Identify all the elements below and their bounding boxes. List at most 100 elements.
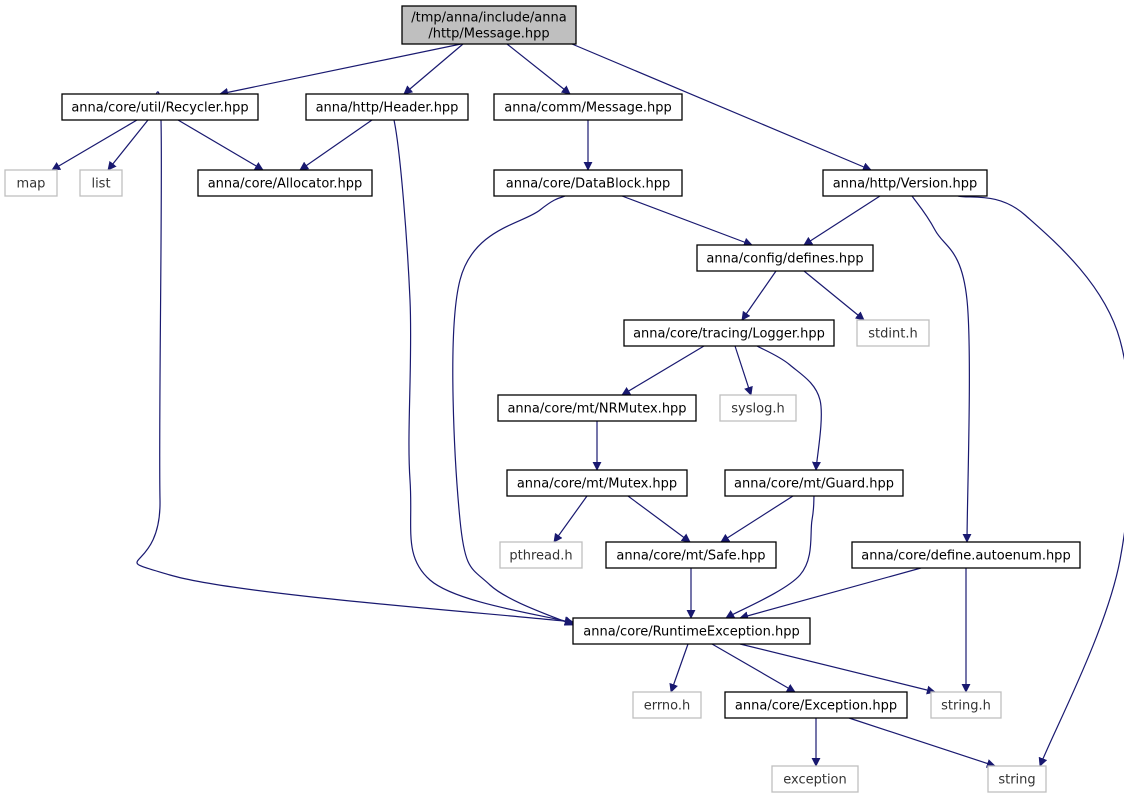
edge-defines-to-logger	[741, 270, 777, 321]
node-label: anna/config/defines.hpp	[706, 252, 863, 267]
node-label: map	[17, 177, 46, 192]
node-recycler[interactable]: anna/core/util/Recycler.hpp	[61, 93, 259, 121]
node-label: anna/core/RuntimeException.hpp	[583, 625, 799, 640]
edge-http_header-to-allocator	[299, 119, 373, 171]
node-http-header[interactable]: anna/http/Header.hpp	[305, 93, 469, 121]
node-mutex[interactable]: anna/core/mt/Mutex.hpp	[506, 469, 688, 497]
node-string-h: string.h	[930, 691, 1002, 719]
node-label: syslog.h	[731, 402, 784, 417]
node-exception-hpp[interactable]: anna/core/Exception.hpp	[724, 691, 908, 719]
node-label: anna/core/mt/NRMutex.hpp	[507, 402, 686, 417]
node-box	[493, 93, 683, 121]
edge-recycler-to-allocator	[177, 119, 264, 171]
node-label: string	[998, 773, 1035, 788]
node-box	[605, 541, 777, 569]
node-label: stdint.h	[868, 327, 917, 342]
node-logger[interactable]: anna/core/tracing/Logger.hpp	[623, 319, 835, 347]
node-stdint: stdint.h	[856, 319, 930, 347]
node-box	[930, 691, 1002, 719]
edge-guard-to-safe	[720, 495, 794, 543]
node-safe[interactable]: anna/core/mt/Safe.hpp	[605, 541, 777, 569]
node-box	[61, 93, 259, 121]
edge-recycler-to-map	[51, 119, 138, 171]
node-datablock[interactable]: anna/core/DataBlock.hpp	[493, 169, 683, 197]
edge-mutex-to-pthread	[553, 495, 588, 543]
node-box	[623, 319, 835, 347]
node-box	[724, 691, 908, 719]
edges	[51, 43, 1124, 768]
edge-datablock-to-runtime_exception	[452, 195, 574, 626]
edge-datablock-to-defines	[621, 195, 753, 247]
edge-http_version-to-autoenum	[911, 195, 972, 543]
edge-guard-to-runtime_exception	[725, 495, 815, 619]
edge-root-to-comm_message	[506, 43, 571, 95]
node-guard[interactable]: anna/core/mt/Guard.hpp	[724, 469, 904, 497]
node-label: anna/core/DataBlock.hpp	[506, 177, 670, 192]
node-string: string	[987, 765, 1047, 793]
node-root[interactable]: /tmp/anna/include/anna/http/Message.hpp	[401, 5, 577, 45]
node-box	[305, 93, 469, 121]
node-box	[856, 319, 930, 347]
node-defines[interactable]: anna/config/defines.hpp	[696, 244, 874, 272]
edge-http_version-to-string	[957, 195, 1124, 767]
node-label: /tmp/anna/include/anna	[411, 11, 566, 26]
node-label: exception	[783, 773, 847, 788]
edge-runtime_exception-to-string_h	[739, 643, 936, 695]
node-box	[632, 691, 702, 719]
node-box	[822, 169, 988, 197]
edge-runtime_exception-to-errno	[669, 643, 689, 693]
node-box	[493, 169, 683, 197]
node-errno: errno.h	[632, 691, 702, 719]
node-box	[79, 169, 123, 197]
node-label: anna/core/Exception.hpp	[735, 699, 897, 714]
node-box	[401, 5, 577, 45]
nodes: /tmp/anna/include/anna/http/Message.hpp a…	[4, 5, 1081, 793]
node-label: anna/core/util/Recycler.hpp	[71, 101, 248, 116]
node-label: /http/Message.hpp	[428, 27, 549, 42]
node-label: anna/core/tracing/Logger.hpp	[633, 327, 825, 342]
node-box	[499, 541, 583, 569]
node-box	[4, 169, 58, 197]
node-label: anna/core/mt/Mutex.hpp	[517, 477, 677, 492]
node-exception: exception	[771, 765, 859, 793]
node-label: anna/core/Allocator.hpp	[208, 177, 363, 192]
node-label: anna/core/mt/Guard.hpp	[734, 477, 894, 492]
edge-mutex-to-safe	[627, 495, 691, 543]
node-list: list	[79, 169, 123, 197]
node-pthread: pthread.h	[499, 541, 583, 569]
node-runtime-exception[interactable]: anna/core/RuntimeException.hpp	[572, 617, 811, 645]
edge-logger-to-nrmutex	[621, 345, 705, 396]
node-comm-message[interactable]: anna/comm/Message.hpp	[493, 93, 683, 121]
node-label: anna/core/define.autoenum.hpp	[861, 549, 1070, 564]
edge-logger-to-syslog	[734, 345, 753, 396]
node-autoenum[interactable]: anna/core/define.autoenum.hpp	[851, 541, 1081, 569]
node-label: anna/http/Version.hpp	[833, 177, 978, 192]
node-label: pthread.h	[509, 549, 572, 564]
node-box	[572, 617, 811, 645]
edge-http_version-to-defines	[803, 195, 881, 246]
node-allocator[interactable]: anna/core/Allocator.hpp	[197, 169, 373, 197]
edge-runtime_exception-to-exception_hpp	[711, 643, 796, 693]
node-map: map	[4, 169, 58, 197]
node-label: string.h	[941, 699, 991, 714]
node-box	[771, 765, 859, 793]
node-label: anna/core/mt/Safe.hpp	[616, 549, 765, 564]
node-label: anna/comm/Message.hpp	[504, 101, 671, 116]
node-nrmutex[interactable]: anna/core/mt/NRMutex.hpp	[497, 394, 697, 422]
node-label: errno.h	[644, 699, 691, 714]
edge-defines-to-stdint	[803, 270, 865, 321]
node-box	[497, 394, 697, 422]
edge-root-to-http_version	[571, 43, 872, 172]
node-syslog: syslog.h	[719, 394, 797, 422]
node-box	[506, 469, 688, 497]
node-box	[724, 469, 904, 497]
node-box	[197, 169, 373, 197]
edge-root-to-http_header	[403, 43, 464, 95]
edge-recycler-to-list	[107, 119, 149, 171]
node-label: anna/http/Header.hpp	[316, 101, 459, 116]
node-box	[987, 765, 1047, 793]
edge-exception_hpp-to-string	[848, 717, 996, 768]
edge-logger-to-guard	[756, 345, 822, 471]
node-http-version[interactable]: anna/http/Version.hpp	[822, 169, 988, 197]
